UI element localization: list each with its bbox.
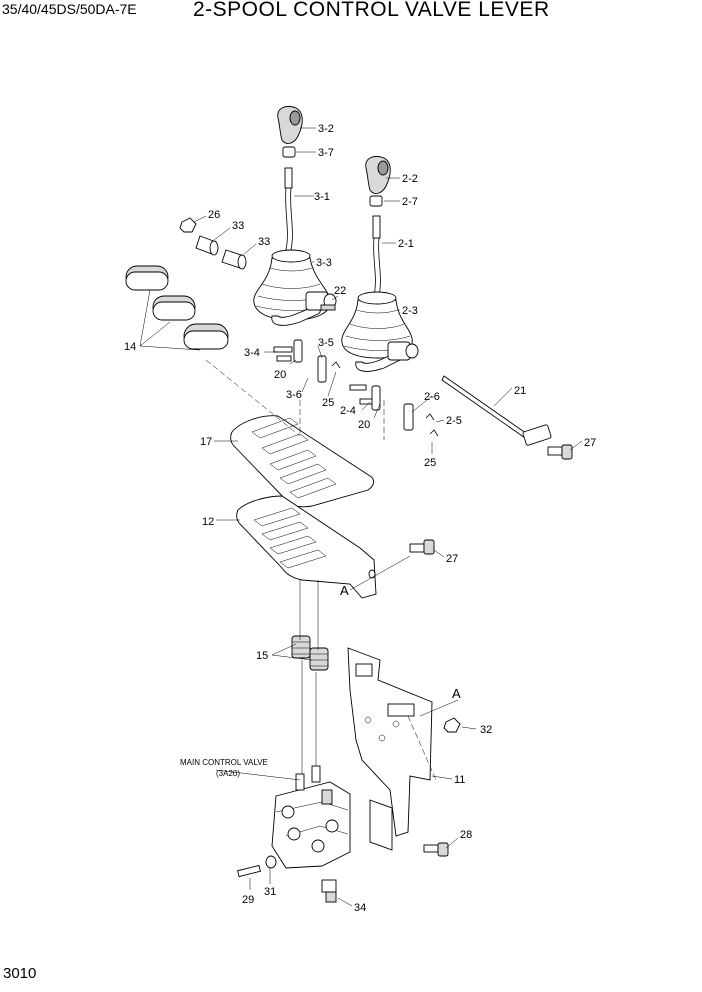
cover-17 <box>230 415 375 508</box>
nut-26 <box>179 217 197 233</box>
callout-labels: 3-2 3-7 3-1 3-3 2-2 2-7 2-1 2-3 26 33 33… <box>124 123 596 914</box>
callout-25-b: 25 <box>424 457 436 469</box>
bolt-27-lower <box>409 539 435 555</box>
callout-3-1: 3-1 <box>314 191 330 203</box>
callout-2-4: 2-4 <box>340 405 356 417</box>
page-number: 3010 <box>3 965 37 982</box>
fitting-34 <box>321 879 337 903</box>
callout-3-7: 3-7 <box>318 147 334 159</box>
model-label: 35/40/45DS/50DA-7E <box>2 1 137 17</box>
main-control-valve-label: MAIN CONTROL VALVE <box>180 758 268 767</box>
lever-rod-2-1 <box>372 215 381 297</box>
callout-3-2: 3-2 <box>318 123 334 135</box>
callout-26: 26 <box>208 209 220 221</box>
callout-29: 29 <box>242 894 254 906</box>
boot-15 <box>291 635 329 671</box>
page-title: 2-SPOOL CONTROL VALVE LEVER <box>193 0 550 21</box>
callout-27-a: 27 <box>584 437 596 449</box>
linkage-3-x <box>271 291 337 326</box>
callout-A-1: A <box>340 583 349 598</box>
lever-rod-3-1 <box>284 167 293 251</box>
washer-31 <box>265 855 277 869</box>
callout-27-b: 27 <box>446 553 458 565</box>
knob-3-2 <box>277 106 303 144</box>
pin-2-4 <box>349 384 381 411</box>
main-control-valve-ref: (3A20) <box>216 769 240 778</box>
callout-14: 14 <box>124 341 136 353</box>
linkage-2-x <box>355 341 419 372</box>
callout-12: 12 <box>202 516 214 528</box>
callout-32: 32 <box>480 724 492 736</box>
main-control-valve <box>271 765 351 869</box>
callout-2-3: 2-3 <box>402 305 418 317</box>
callout-A-2: A <box>452 686 461 701</box>
callout-3-4: 3-4 <box>244 347 260 359</box>
bolt-27-upper <box>547 444 573 460</box>
bracket-11 <box>347 647 433 851</box>
callout-11: 11 <box>454 774 465 786</box>
bracket-2-6 <box>403 403 439 437</box>
callout-21: 21 <box>514 385 526 397</box>
nut-3-7 <box>282 146 296 158</box>
callout-25-a: 25 <box>322 397 334 409</box>
plate-12 <box>236 495 377 599</box>
bolt-29 <box>237 864 261 878</box>
seal-14 <box>125 265 229 350</box>
nut-2-7 <box>369 195 383 207</box>
callout-15: 15 <box>256 650 268 662</box>
callout-20-a: 20 <box>274 369 286 381</box>
leader-lines <box>139 127 583 907</box>
callout-3-5: 3-5 <box>318 337 334 349</box>
callout-33-b: 33 <box>258 236 270 248</box>
callout-31: 31 <box>264 886 276 898</box>
callout-3-6: 3-6 <box>286 389 302 401</box>
callout-2-2: 2-2 <box>402 173 418 185</box>
callout-17: 17 <box>200 436 212 448</box>
callout-2-5: 2-5 <box>446 415 462 427</box>
callout-2-1: 2-1 <box>398 238 414 250</box>
nut-32 <box>443 717 461 733</box>
callout-3-3: 3-3 <box>316 257 332 269</box>
bushing-33-b <box>221 249 247 270</box>
rod-21 <box>441 375 552 446</box>
bracket-3-5 <box>317 355 341 383</box>
callout-2-6: 2-6 <box>424 391 440 403</box>
bolt-28 <box>423 842 449 857</box>
callout-28: 28 <box>460 829 472 841</box>
pin-3-4 <box>273 339 303 363</box>
callout-22: 22 <box>334 285 346 297</box>
knob-2-2 <box>365 156 391 194</box>
callout-20-b: 20 <box>358 419 370 431</box>
callout-33-a: 33 <box>232 220 244 232</box>
bushing-33-a <box>195 235 219 256</box>
callout-34: 34 <box>354 902 366 914</box>
callout-2-7: 2-7 <box>402 196 418 208</box>
